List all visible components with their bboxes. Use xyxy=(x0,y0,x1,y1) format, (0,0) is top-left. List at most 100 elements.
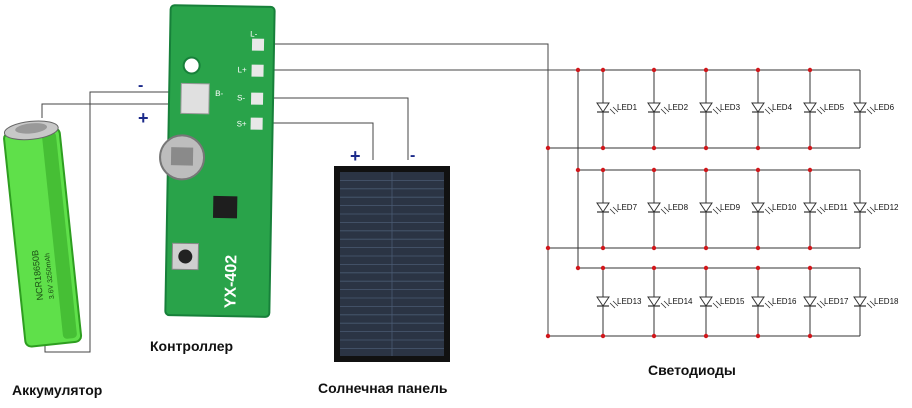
led-symbol xyxy=(803,102,817,113)
led-label: LED6 xyxy=(874,103,895,112)
light-sensor-window xyxy=(170,147,194,166)
pin-label: S+ xyxy=(237,119,247,128)
led-ray xyxy=(612,300,619,307)
junction-dot xyxy=(575,167,581,173)
pad xyxy=(251,64,264,77)
battery: NCR18650B 3.6V 3250mAh xyxy=(3,120,83,348)
led-ray xyxy=(767,106,774,113)
junction-dot xyxy=(600,167,606,173)
led-label: LED15 xyxy=(720,297,745,306)
junction-dot xyxy=(807,167,813,173)
led-ray xyxy=(609,208,616,215)
led-ray xyxy=(715,300,722,307)
junction-dot xyxy=(703,145,709,151)
led-symbol xyxy=(647,102,661,113)
led-symbol xyxy=(803,202,817,213)
led-ray xyxy=(612,106,619,113)
controller-caption: Контроллер xyxy=(150,338,234,354)
junction-dot xyxy=(651,67,657,73)
solar-plus-sign: + xyxy=(350,146,361,166)
junction-dot xyxy=(703,265,709,271)
battery-connector xyxy=(180,82,210,115)
junction-dot xyxy=(755,145,761,151)
led-ray xyxy=(869,206,876,213)
led-symbol xyxy=(751,296,765,307)
led-label: LED10 xyxy=(772,203,797,212)
led-ray xyxy=(819,206,826,213)
led-ray xyxy=(660,208,667,215)
solar-cell-lines xyxy=(340,172,444,356)
wire-l-minus xyxy=(262,43,549,335)
pin-label: L+ xyxy=(237,65,247,74)
led-ray xyxy=(612,206,619,213)
wire-s-minus xyxy=(262,97,409,160)
led-ray xyxy=(663,106,670,113)
led-label: LED16 xyxy=(772,297,797,306)
junction-dot xyxy=(807,145,813,151)
led-symbol xyxy=(699,102,713,113)
led-symbol xyxy=(853,296,867,307)
led-label: LED4 xyxy=(772,103,793,112)
led-ray xyxy=(816,108,823,115)
led-label: LED7 xyxy=(617,203,638,212)
led-ray xyxy=(869,106,876,113)
led-label: LED9 xyxy=(720,203,741,212)
junction-dot xyxy=(545,145,551,151)
solar-panel xyxy=(334,166,450,362)
solar-minus-sign: - xyxy=(410,147,415,164)
led-ray xyxy=(816,208,823,215)
battery-plus-sign: + xyxy=(138,108,149,128)
led-ray xyxy=(715,206,722,213)
led-ray xyxy=(816,302,823,309)
pin-label: B- xyxy=(215,89,223,98)
led-ray xyxy=(712,208,719,215)
junction-dot xyxy=(755,67,761,73)
junction-dot xyxy=(600,265,606,271)
junction-dot xyxy=(755,167,761,173)
pin-label: L- xyxy=(250,30,258,39)
junction-dot xyxy=(703,245,709,251)
led-symbol xyxy=(596,202,610,213)
pin-label: S- xyxy=(237,93,245,102)
led-ray xyxy=(663,300,670,307)
battery-cap-inner xyxy=(15,123,48,134)
junction-dot xyxy=(755,265,761,271)
junction-dot xyxy=(575,67,581,73)
led-ray xyxy=(869,300,876,307)
led-symbol xyxy=(596,296,610,307)
led-label: LED1 xyxy=(617,103,638,112)
led-ray xyxy=(609,108,616,115)
led-label: LED2 xyxy=(668,103,689,112)
mounting-hole xyxy=(182,56,201,75)
junction-dot xyxy=(545,333,551,339)
led-label: LED11 xyxy=(824,203,848,212)
junction-dot xyxy=(755,245,761,251)
led-symbol xyxy=(853,102,867,113)
controller-board: L- L+ B- S- S+ YX-402 xyxy=(159,4,276,318)
led-label: LED5 xyxy=(824,103,845,112)
led-ray xyxy=(767,206,774,213)
led-label: LED12 xyxy=(874,203,899,212)
junction-dot xyxy=(600,333,606,339)
led-ray xyxy=(866,208,873,215)
pad xyxy=(251,38,265,51)
junction-dot xyxy=(807,333,813,339)
led-ray xyxy=(764,208,771,215)
junction-dot xyxy=(807,245,813,251)
junction-dot xyxy=(651,145,657,151)
ic-chip xyxy=(212,195,238,219)
led-ray xyxy=(866,302,873,309)
model-label: YX-402 xyxy=(222,255,240,309)
led-ray xyxy=(712,302,719,309)
junction-dot xyxy=(651,333,657,339)
led-ray xyxy=(660,302,667,309)
junction-dot xyxy=(755,333,761,339)
junction-dot xyxy=(807,265,813,271)
led-ray xyxy=(819,106,826,113)
led-ray xyxy=(712,108,719,115)
junction-dot xyxy=(651,167,657,173)
led-label: LED13 xyxy=(617,297,642,306)
led-symbol xyxy=(699,202,713,213)
wires xyxy=(41,43,578,353)
